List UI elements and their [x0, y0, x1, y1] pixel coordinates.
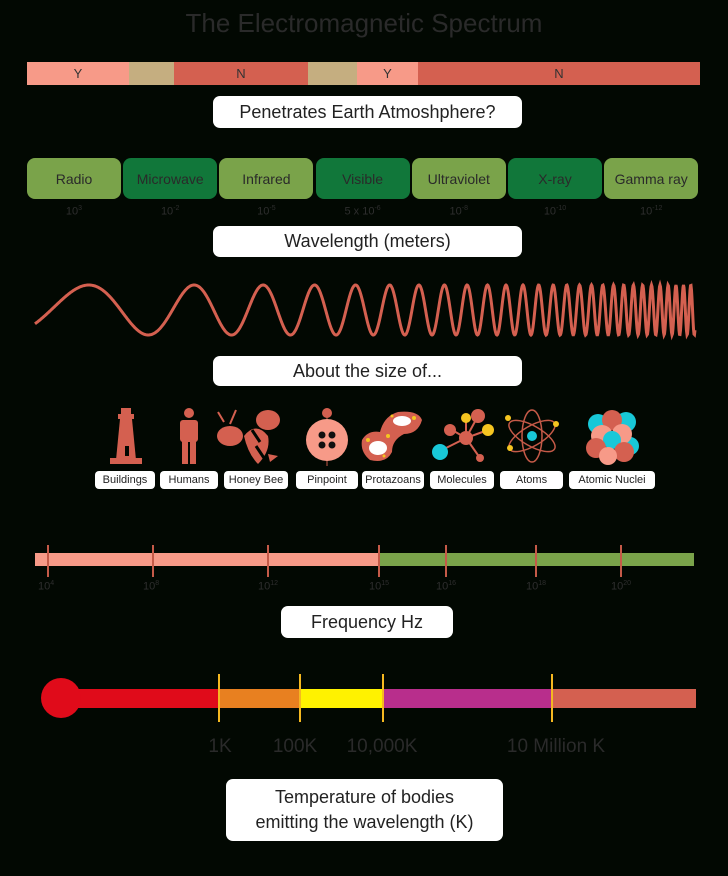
atmosphere-segment: N — [174, 62, 308, 85]
segment-label: N — [554, 66, 564, 81]
frequency-tick — [47, 545, 49, 577]
frequency-tick — [152, 545, 154, 577]
wavelength-label: 10-2 — [160, 205, 180, 218]
frequency-tick — [445, 545, 447, 577]
molecule-icon — [432, 409, 494, 462]
band-microwave: Microwave — [123, 158, 218, 199]
atmosphere-segment — [308, 62, 357, 85]
wavelength-label: 5 x 10-6 — [344, 205, 381, 218]
temp-label: 1K — [208, 736, 232, 757]
segment-label: Y — [383, 66, 392, 81]
band-gamma-ray: Gamma ray — [604, 158, 699, 199]
frequency-label: 1015 — [369, 580, 390, 593]
wavelength-label: 10-5 — [257, 205, 276, 218]
caption-line: Temperature of bodies — [274, 787, 455, 807]
temp-tick — [551, 674, 553, 722]
atmosphere-segment: Y — [357, 62, 418, 85]
object-label-buildings: Buildings — [95, 471, 155, 489]
caption-line: emitting the wavelength (K) — [255, 812, 474, 832]
frequency-label: 1016 — [436, 580, 457, 593]
object-label-molecules: Molecules — [430, 471, 494, 489]
band-visible: Visible — [315, 158, 410, 199]
lighthouse-icon — [110, 408, 142, 464]
page-title: The Electromagnetic Spectrum — [185, 8, 543, 38]
frequency-label: 104 — [38, 580, 55, 593]
band-label: Microwave — [136, 170, 204, 187]
pinpoint-icon — [306, 408, 348, 466]
temp-tick — [218, 674, 220, 722]
frequency-label: 1020 — [611, 580, 632, 593]
atmosphere-segment — [129, 62, 174, 85]
wave-graphic — [34, 279, 697, 341]
temp-tick — [382, 674, 384, 722]
wavelength-caption: Wavelength (meters) — [213, 226, 522, 257]
temp-label: 10,000K — [346, 736, 418, 757]
size-caption: About the size of... — [213, 356, 522, 386]
frequency-tick — [267, 545, 269, 577]
band-label: Gamma ray — [614, 170, 688, 187]
bee-icon — [217, 409, 280, 464]
frequency-tick — [620, 545, 622, 577]
wave-line — [34, 279, 697, 341]
object-label-humans: Humans — [160, 471, 218, 489]
segment-label: N — [236, 66, 246, 81]
band-label: X-ray — [538, 170, 572, 187]
temperature-caption: Temperature of bodies emitting the wavel… — [226, 779, 503, 841]
frequency-label: 1012 — [258, 580, 279, 593]
segment-label: Y — [73, 66, 83, 81]
band-label: Visible — [342, 170, 384, 187]
temp-label: 10 Million K — [506, 736, 606, 757]
object-label-protazoans: Protazoans — [362, 471, 424, 489]
wavelength-label: 10-10 — [543, 205, 567, 218]
temp-segment — [61, 689, 219, 708]
atmosphere-segment: N — [418, 62, 700, 85]
temp-label: 100K — [272, 736, 318, 757]
object-label-honey-bee: Honey Bee — [224, 471, 288, 489]
temp-tick — [299, 674, 301, 722]
frequency-tick — [535, 545, 537, 577]
thermometer-bulb — [41, 678, 81, 718]
wavelength-label: 10-12 — [640, 205, 663, 218]
band-label: Radio — [55, 170, 93, 187]
band-infrared: Infrared — [219, 158, 314, 199]
wavelength-label: 103 — [65, 205, 83, 218]
band-ultraviolet: Ultraviolet — [411, 158, 506, 199]
band-x-ray: X-ray — [508, 158, 602, 199]
band-radio: Radio — [27, 158, 121, 199]
object-label-atomic-nuclei: Atomic Nuclei — [569, 471, 655, 489]
atom-icon — [505, 409, 559, 463]
atmosphere-segment: Y — [27, 62, 129, 85]
temp-segment — [300, 689, 383, 708]
frequency-tick — [378, 545, 380, 577]
protozoa-icon — [361, 411, 422, 461]
temp-segment — [383, 689, 552, 708]
person-icon — [180, 408, 198, 464]
temp-segment — [219, 689, 300, 708]
band-label: Infrared — [242, 170, 291, 187]
atmosphere-caption: Penetrates Earth Atmoshphere? — [213, 96, 522, 128]
temp-segment — [552, 689, 696, 708]
object-label-atoms: Atoms — [500, 471, 563, 489]
frequency-bar-low — [35, 553, 379, 566]
object-label-pinpoint: Pinpoint — [296, 471, 358, 489]
frequency-caption: Frequency Hz — [281, 606, 453, 638]
band-label: Ultraviolet — [427, 170, 490, 187]
nucleus-icon — [586, 410, 639, 465]
frequency-label: 1018 — [526, 580, 547, 593]
wavelength-label: 10-8 — [449, 205, 469, 218]
frequency-label: 108 — [143, 580, 160, 593]
